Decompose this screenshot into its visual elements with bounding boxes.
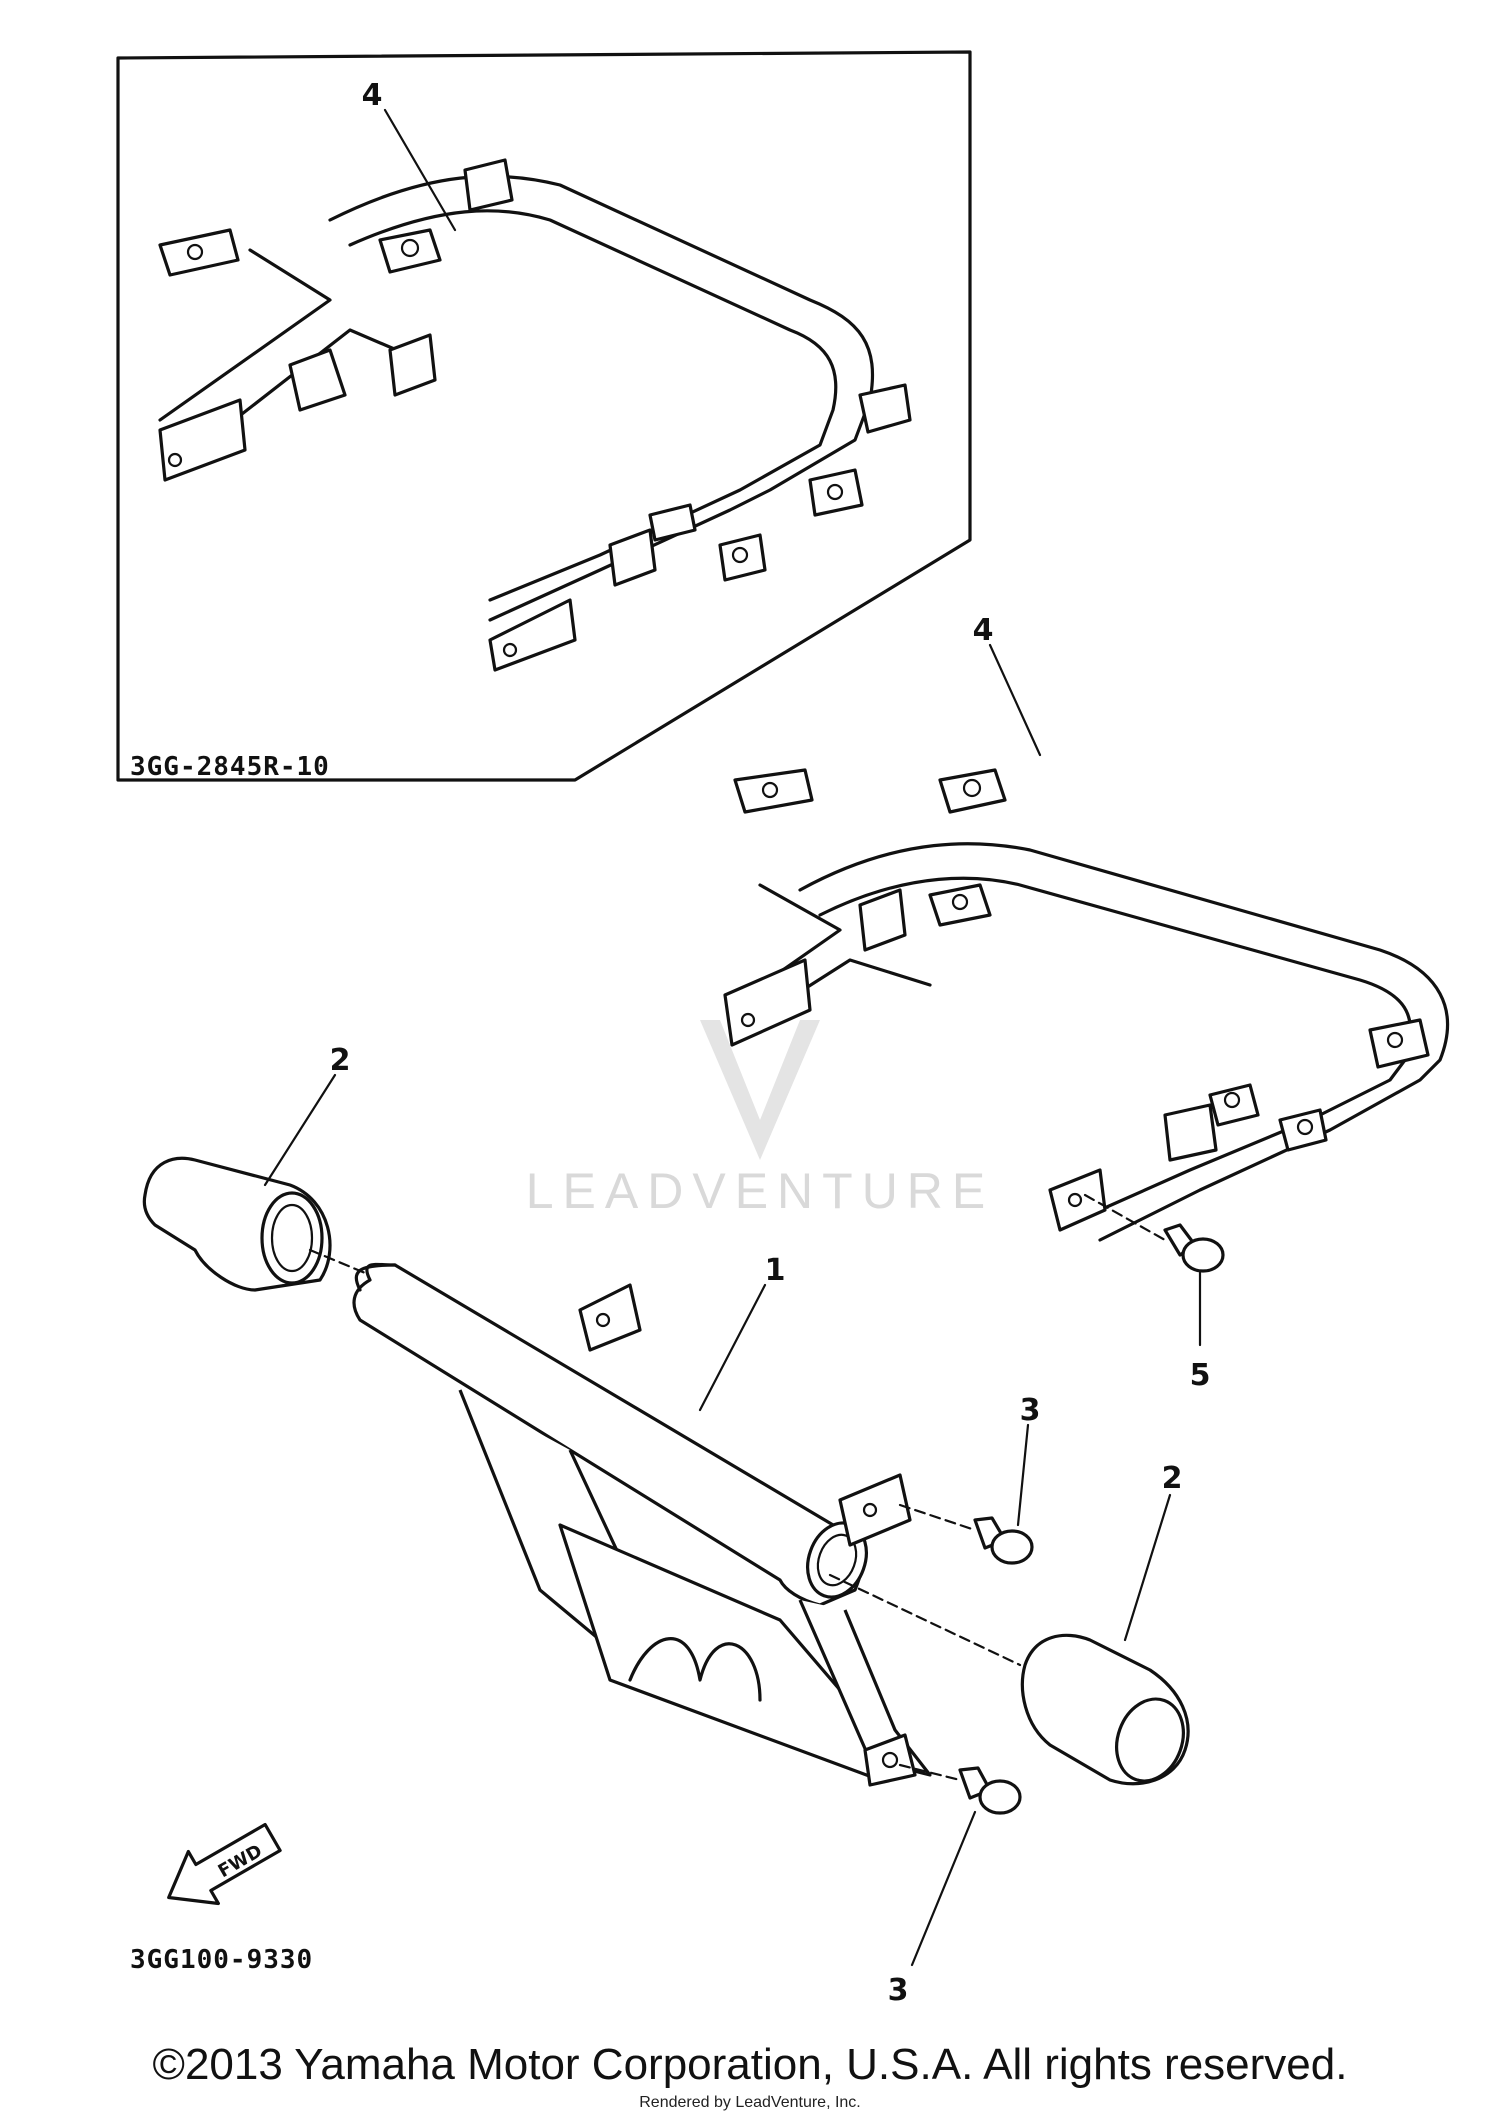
callout-cap-lower-right: 2 <box>1162 1461 1183 1496</box>
callout-bumper: 1 <box>765 1253 786 1288</box>
diagram-part-code: 3GG100-9330 <box>130 1945 313 1975</box>
callout-main-frame: 4 <box>973 613 994 648</box>
leadventure-watermark: LEADVENTURE <box>526 1020 995 1219</box>
end-cap-upper-left <box>142 1156 372 1292</box>
leader-bumper <box>698 1283 767 1412</box>
callout-bolt-5: 5 <box>1190 1358 1211 1393</box>
bolt-upper-right <box>898 1503 1034 1565</box>
bolt-5 <box>1083 1193 1225 1273</box>
callout-bolt-lower: 3 <box>888 1973 909 2008</box>
rendered-by-credit: Rendered by LeadVenture, Inc. <box>639 2094 861 2111</box>
fwd-arrow-icon <box>167 1822 282 1906</box>
inset-rear-frame <box>158 158 912 672</box>
inset-part-code: 3GG-2845R-10 <box>130 752 330 782</box>
leadventure-logo-icon <box>700 1020 820 1160</box>
inset-box <box>116 50 972 782</box>
watermark-text: LEADVENTURE <box>526 1163 995 1219</box>
front-bumper <box>352 1262 1022 1787</box>
rear-frame <box>723 768 1450 1242</box>
bolt-lower <box>898 1763 1022 1815</box>
leader-cap-lower-right <box>1123 1493 1172 1642</box>
leader-main-frame <box>988 643 1042 757</box>
callout-upper-cap: 2 <box>330 1043 351 1078</box>
leader-bolt-lower <box>910 1810 977 1967</box>
copyright-notice: ©2013 Yamaha Motor Corporation, U.S.A. A… <box>152 2040 1348 2089</box>
leader-bolt-upper-right <box>1016 1423 1030 1527</box>
end-cap-lower-right <box>1020 1633 1190 1786</box>
callout-bolt-upper-right: 3 <box>1020 1393 1041 1428</box>
leader-upper-cap <box>263 1073 337 1187</box>
callout-inset-frame: 4 <box>362 78 383 113</box>
leader-inset-frame <box>383 108 457 232</box>
fwd-arrow: FWD <box>167 1822 282 1906</box>
